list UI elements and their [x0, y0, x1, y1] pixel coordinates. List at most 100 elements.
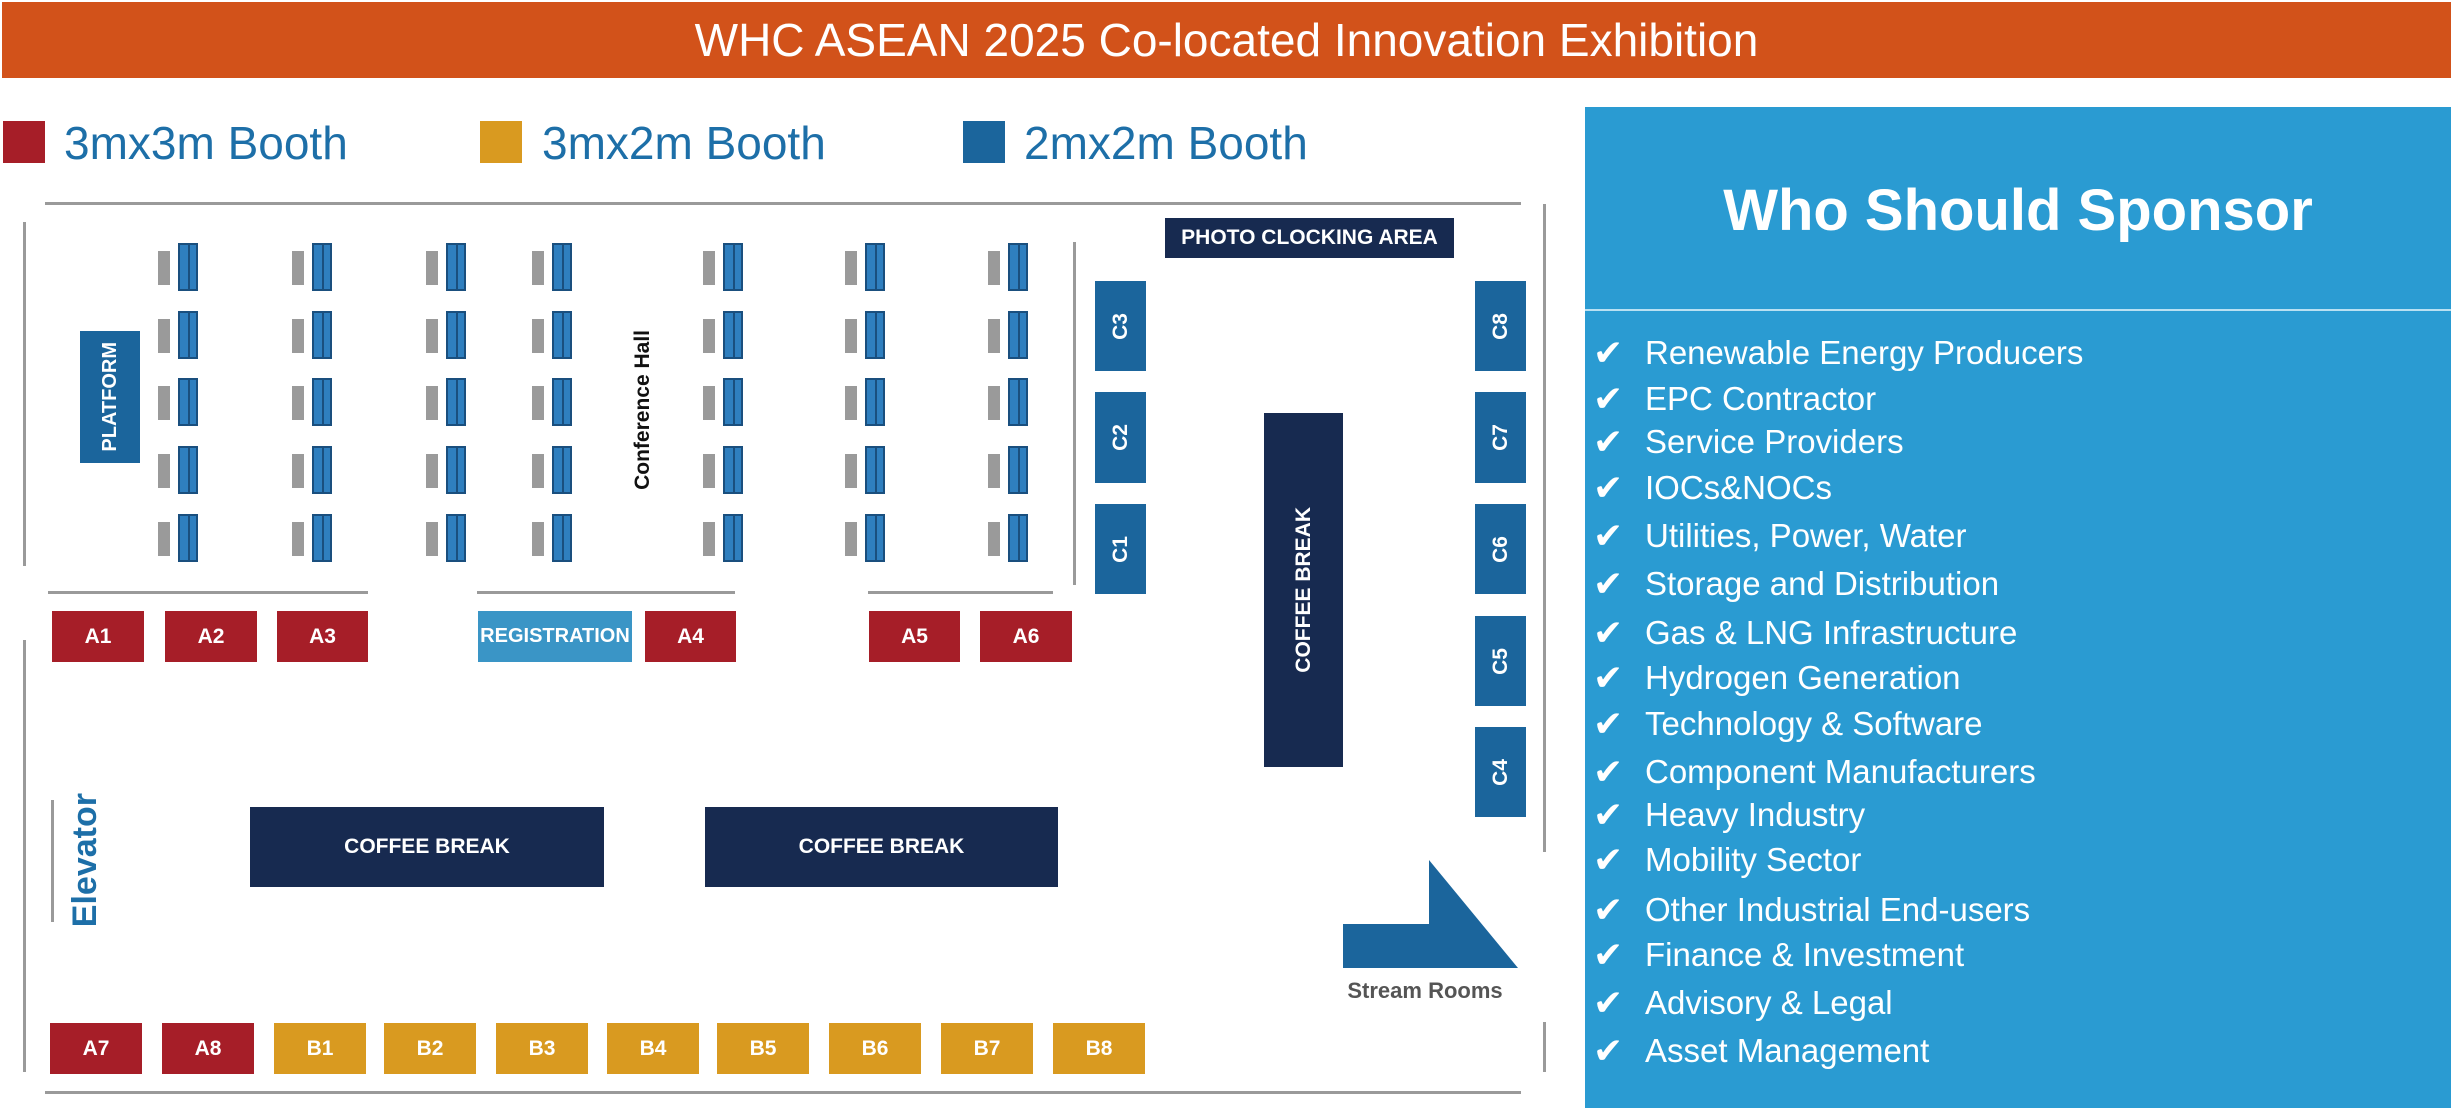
conference-seat	[988, 514, 1028, 562]
booth-a1[interactable]: A1	[52, 611, 144, 662]
conference-seat	[158, 446, 198, 494]
sponsor-list-item: ✔ Gas & LNG Infrastructure	[1593, 611, 2017, 655]
wall-bottom	[45, 1091, 1521, 1094]
coffee-break-left: COFFEE BREAK	[250, 807, 604, 887]
sponsor-item-label: Storage and Distribution	[1645, 565, 2000, 602]
booth-b7[interactable]: B7	[941, 1023, 1033, 1074]
checkmark-icon: ✔	[1593, 751, 1624, 792]
booth-a3[interactable]: A3	[277, 611, 368, 662]
checkmark-icon: ✔	[1593, 467, 1624, 508]
booth-label: C7	[1488, 424, 1512, 451]
conference-seat	[532, 378, 572, 426]
elevator-wall	[51, 800, 54, 922]
booth-c3[interactable]: C3	[1095, 281, 1146, 371]
sponsor-item-label: Finance & Investment	[1645, 936, 1965, 973]
conference-seat	[845, 446, 885, 494]
coffee-break-right: COFFEE BREAK	[705, 807, 1058, 887]
conference-seat	[292, 446, 332, 494]
conference-seat	[426, 446, 466, 494]
conference-seat	[703, 311, 743, 359]
booth-label: C4	[1488, 758, 1512, 786]
booth-a8[interactable]: A8	[162, 1023, 254, 1074]
conference-hall: Conference Hall	[625, 322, 661, 498]
platform-label: PLATFORM	[98, 342, 121, 452]
wall-right	[1543, 204, 1546, 852]
conference-seat	[988, 243, 1028, 291]
checkmark-icon: ✔	[1593, 889, 1624, 930]
booth-b6[interactable]: B6	[829, 1023, 921, 1074]
booth-c6[interactable]: C6	[1475, 504, 1526, 594]
booth-a4[interactable]: A4	[645, 611, 736, 662]
booth-b1[interactable]: B1	[274, 1023, 366, 1074]
checkmark-icon: ✔	[1593, 563, 1624, 604]
booth-label: C1	[1108, 535, 1132, 563]
checkmark-icon: ✔	[1593, 794, 1624, 835]
sponsor-list-item: ✔ Storage and Distribution	[1593, 562, 1999, 606]
sponsor-list-item: ✔Hydrogen Generation	[1593, 656, 1961, 700]
sponsor-item-label: Gas & LNG Infrastructure	[1645, 614, 2018, 651]
conference-seat	[703, 243, 743, 291]
sponsor-list-item: ✔Finance & Investment	[1593, 933, 1964, 977]
booth-c8[interactable]: C8	[1475, 281, 1526, 371]
conference-seat	[703, 378, 743, 426]
conference-seat	[532, 311, 572, 359]
conference-seat	[703, 446, 743, 494]
conference-seat	[426, 311, 466, 359]
sponsor-item-label: Other Industrial End-users	[1645, 891, 2031, 928]
booth-b5[interactable]: B5	[717, 1023, 809, 1074]
booth-a5[interactable]: A5	[869, 611, 960, 662]
conference-seat	[845, 311, 885, 359]
booth-b3[interactable]: B3	[496, 1023, 588, 1074]
coffee-break-label: COFFEE BREAK	[1291, 507, 1315, 673]
checkmark-icon: ✔	[1593, 421, 1624, 462]
checkmark-icon: ✔	[1593, 378, 1624, 419]
legend-label-3x3: 3mx3m Booth	[64, 117, 348, 169]
booth-a6[interactable]: A6	[980, 611, 1072, 662]
wall-conference-bottom-3	[868, 591, 1053, 594]
booth-c5[interactable]: C5	[1475, 616, 1526, 706]
booth-c2[interactable]: C2	[1095, 392, 1146, 483]
booth-label: C2	[1108, 424, 1132, 451]
legend-swatch-2x2	[963, 121, 1005, 163]
sponsor-item-label: Advisory & Legal	[1645, 984, 1893, 1021]
photo-clocking-area: PHOTO CLOCKING AREA	[1165, 218, 1454, 258]
conference-seat	[988, 311, 1028, 359]
wall-conference-bottom-1	[48, 591, 368, 594]
booth-c4[interactable]: C4	[1475, 727, 1526, 817]
booth-b8[interactable]: B8	[1053, 1023, 1145, 1074]
booth-label: C6	[1488, 535, 1512, 563]
conference-seat	[158, 311, 198, 359]
booth-label: C5	[1488, 647, 1512, 675]
checkmark-icon: ✔	[1593, 703, 1624, 744]
sponsor-list-item: ✔ Utilities, Power, Water	[1593, 514, 1967, 558]
conference-seat	[158, 378, 198, 426]
sponsor-panel	[1585, 107, 2451, 1108]
sponsor-list-item: ✔Component Manufacturers	[1593, 750, 2036, 794]
sponsor-list-item: ✔Mobility Sector	[1593, 838, 1861, 882]
wall-conference-right	[1073, 242, 1076, 585]
conference-seat	[988, 378, 1028, 426]
booth-b2[interactable]: B2	[384, 1023, 476, 1074]
wall-conference-bottom-2	[477, 591, 735, 594]
conference-seat	[292, 311, 332, 359]
conference-seat	[845, 514, 885, 562]
sponsor-list-item: ✔EPC Contractor	[1593, 377, 1876, 421]
booth-a2[interactable]: A2	[165, 611, 257, 662]
page-title: WHC ASEAN 2025 Co-located Innovation Exh…	[2, 2, 2451, 78]
sponsor-title: Who Should Sponsor	[1723, 177, 2313, 243]
checkmark-icon: ✔	[1593, 515, 1624, 556]
platform: PLATFORM	[80, 331, 140, 463]
conference-seat	[426, 243, 466, 291]
booth-a7[interactable]: A7	[50, 1023, 142, 1074]
sponsor-item-label: Utilities, Power, Water	[1645, 517, 1967, 554]
sponsor-list-item: ✔ Technology & Software	[1593, 702, 1983, 746]
checkmark-icon: ✔	[1593, 612, 1624, 653]
conference-seat	[532, 514, 572, 562]
booth-c7[interactable]: C7	[1475, 392, 1526, 483]
sponsor-item-label: Hydrogen Generation	[1645, 659, 1961, 696]
stream-rooms-arrow-icon	[1343, 860, 1518, 968]
sponsor-item-label: Technology & Software	[1645, 705, 1983, 742]
legend-label-2x2: 2mx2m Booth	[1024, 117, 1308, 169]
booth-b4[interactable]: B4	[607, 1023, 699, 1074]
booth-c1[interactable]: C1	[1095, 504, 1146, 594]
